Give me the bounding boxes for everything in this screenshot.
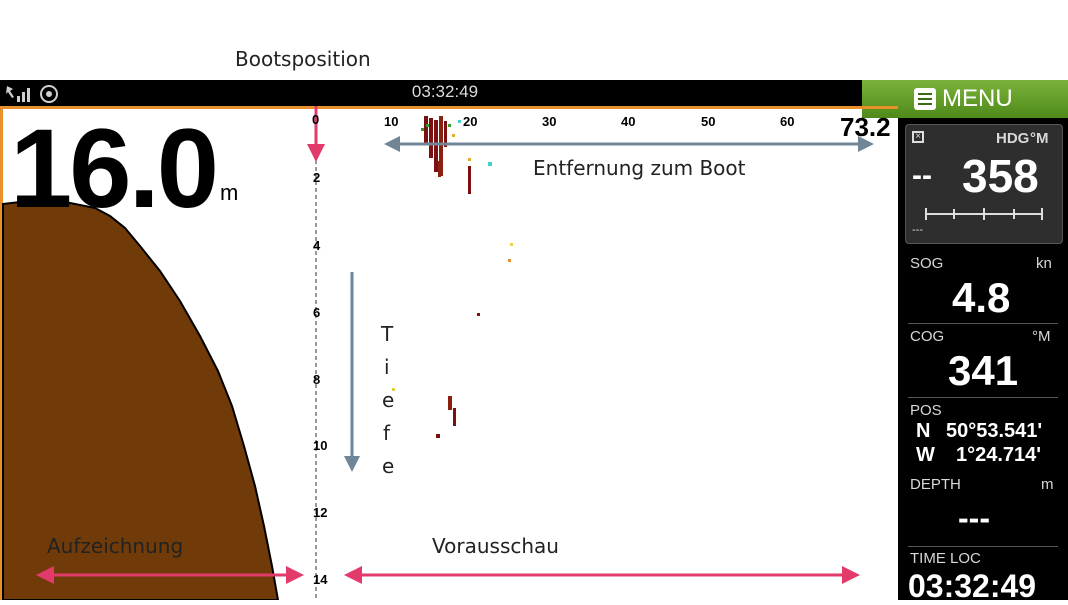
sonar-view[interactable]: [0, 106, 898, 600]
signal-bar-2: [22, 92, 25, 102]
time-value: 03:32:49: [908, 568, 1037, 604]
depth-tick-2: 2: [313, 170, 321, 185]
sog-value: 4.8: [952, 274, 1011, 321]
depth-tick-6: 6: [313, 305, 321, 320]
pos-lat-prefix: N: [916, 420, 931, 442]
range-tick-30: 30: [542, 114, 557, 129]
range-tick-10: 10: [384, 114, 399, 129]
boat-position-arrow: [307, 106, 325, 162]
heading-box-icon: ×: [912, 131, 924, 143]
heading-dashes: --: [912, 159, 932, 192]
cog-label: COG: [910, 328, 945, 345]
depth-divider: [908, 546, 1058, 547]
alarm-icon: [40, 85, 58, 103]
heading-scale: [925, 208, 1043, 220]
heading-box[interactable]: × HDG °M -- 358 ---: [905, 124, 1063, 244]
depth-annotation-letter-4: f: [383, 421, 391, 445]
depth-readout-unit: m: [220, 180, 239, 205]
pos-lon: 1°24.714': [956, 444, 1042, 466]
range-tick-50: 50: [701, 114, 716, 129]
status-icons: [6, 85, 58, 103]
pos-lon-prefix: W: [916, 444, 935, 466]
sonar-graphics: [1, 106, 874, 600]
pos-lat: 50°53.541': [946, 420, 1043, 442]
pos-label: POS: [910, 402, 942, 419]
signal-bar-3: [27, 88, 30, 102]
depth-tick-4: 4: [313, 238, 321, 253]
depth-annotation-letter-1: T: [381, 322, 394, 346]
seabed-profile: [1, 198, 280, 600]
range-max: 73.2: [840, 112, 891, 142]
signal-bar-1: [17, 96, 20, 102]
depth-label: DEPTH: [910, 476, 961, 493]
depth-tick-8: 8: [313, 372, 321, 387]
menu-icon: [914, 88, 936, 110]
range-tick-60: 60: [780, 114, 795, 129]
depth-value: ---: [958, 500, 990, 536]
preview-annotation: Vorausschau: [432, 534, 559, 558]
recording-arrow: [36, 566, 304, 584]
status-bar: 03:32:49: [0, 80, 862, 106]
depth-annotation-letter-3: e: [382, 388, 395, 412]
cog-unit: °M: [1032, 328, 1051, 345]
recording-annotation: Aufzeichnung: [47, 534, 184, 558]
depth-readout: 16.0: [10, 106, 219, 231]
cog-divider: [908, 397, 1058, 398]
sonar-returns: [392, 116, 513, 438]
cog-value: 341: [948, 347, 1019, 394]
range-tick-20: 20: [463, 114, 478, 129]
status-clock: 03:32:49: [411, 82, 479, 101]
depth-tick-10: 10: [313, 438, 328, 453]
depth-tick-12: 12: [313, 505, 328, 520]
instrument-panel: × HDG °M -- 358 --- SOG kn 4.8 COG °M 34…: [898, 118, 1068, 604]
heading-value: 358: [962, 150, 1039, 202]
depth-tick-0: 0: [312, 112, 320, 127]
sog-unit: kn: [1036, 255, 1052, 272]
time-label: TIME LOC: [910, 550, 981, 567]
heading-label: HDG: [996, 130, 1030, 147]
preview-arrow: [344, 566, 860, 584]
gps-icon: [6, 86, 14, 98]
menu-button[interactable]: MENU: [862, 80, 1068, 118]
sog-divider: [908, 323, 1058, 324]
depth-annotation-letter-2: i: [384, 355, 390, 379]
heading-sub: ---: [912, 224, 923, 236]
menu-label: MENU: [942, 85, 1013, 112]
distance-annotation: Entfernung zum Boot: [533, 156, 746, 180]
depth-tick-14: 14: [313, 572, 328, 587]
boat-position-annotation: Bootsposition: [235, 47, 371, 71]
depth-unit: m: [1041, 476, 1054, 493]
heading-unit: °M: [1030, 130, 1049, 147]
sog-label: SOG: [910, 255, 944, 272]
depth-annotation-letter-5: e: [382, 454, 395, 478]
distance-arrow: [384, 136, 874, 152]
range-tick-40: 40: [621, 114, 636, 129]
depth-arrow: [344, 272, 360, 472]
